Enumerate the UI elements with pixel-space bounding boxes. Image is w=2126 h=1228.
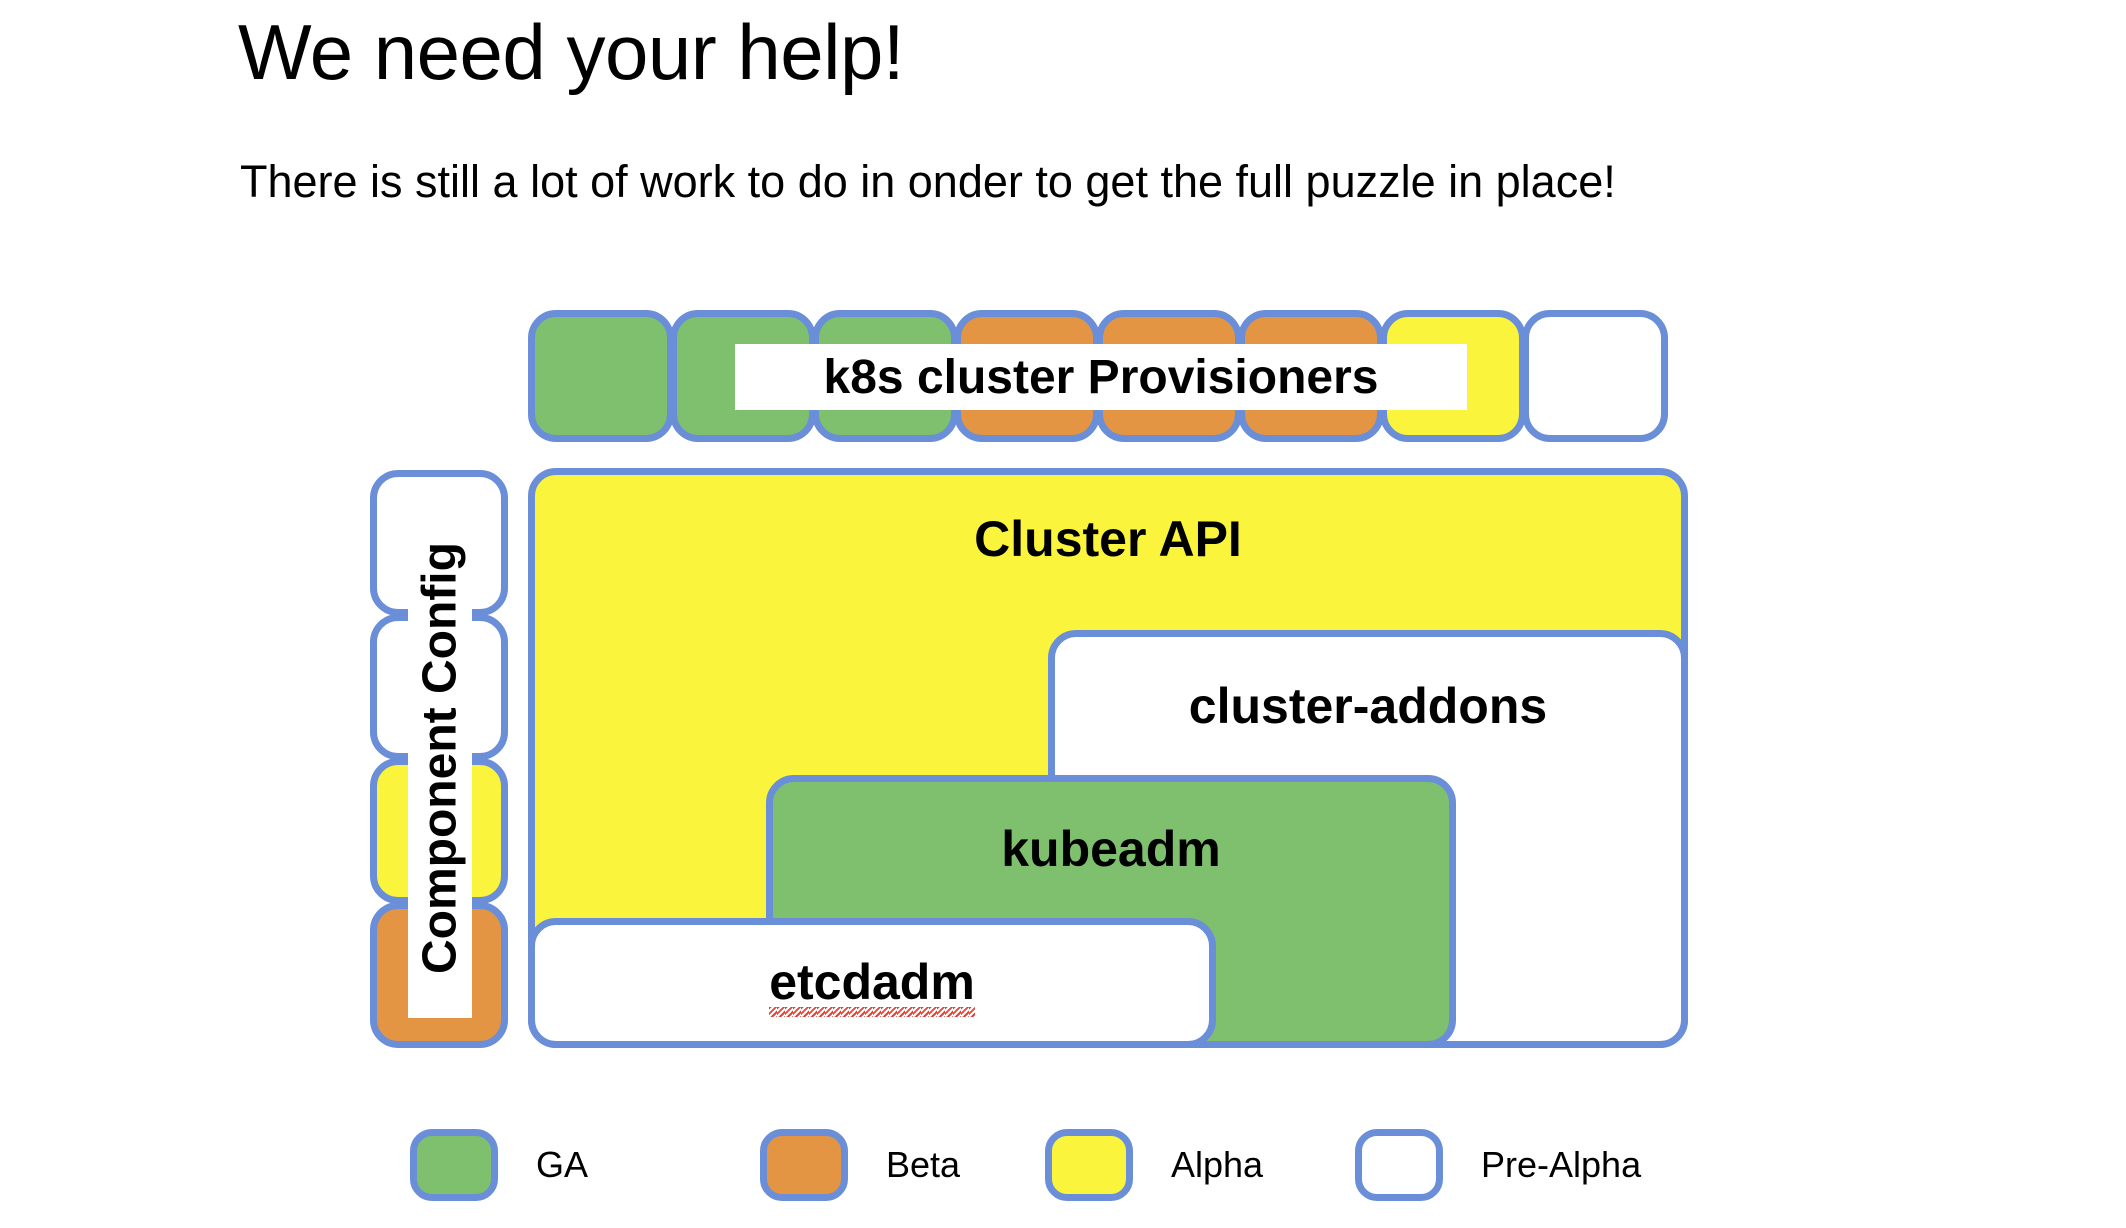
- slide-title: We need your help!: [238, 8, 905, 96]
- component-config-label: Component Config: [408, 498, 472, 1018]
- legend-label-ga: GA: [536, 1144, 589, 1185]
- legend: GA Beta Alpha Pre-Alpha: [0, 1120, 2126, 1210]
- legend-swatch-prealpha: [1355, 1129, 1443, 1201]
- legend-label-prealpha: Pre-Alpha: [1481, 1144, 1642, 1185]
- legend-item-alpha: Alpha: [1045, 1120, 1263, 1210]
- etcdadm-label-text: etcdadm: [769, 954, 975, 1010]
- provisioner-row-label: k8s cluster Provisioners: [735, 344, 1467, 410]
- kubeadm-label: kubeadm: [1001, 821, 1221, 877]
- legend-swatch-alpha: [1045, 1129, 1133, 1201]
- etcdadm-label: etcdadm: [528, 953, 1216, 1017]
- spellcheck-squiggle-icon: [769, 1007, 975, 1017]
- etcdadm-label-text-wrap: etcdadm: [769, 953, 975, 1017]
- provisioner-tile-1[interactable]: [528, 310, 674, 442]
- legend-item-ga: GA: [410, 1120, 588, 1210]
- legend-label-alpha: Alpha: [1171, 1144, 1264, 1185]
- legend-label-beta: Beta: [886, 1144, 961, 1185]
- etcdadm-block[interactable]: [528, 918, 1216, 1048]
- legend-item-prealpha: Pre-Alpha: [1355, 1120, 1641, 1210]
- slide-subtitle: There is still a lot of work to do in on…: [240, 156, 1616, 207]
- cluster-api-label: Cluster API: [974, 511, 1242, 567]
- legend-swatch-ga: [410, 1129, 498, 1201]
- legend-item-beta: Beta: [760, 1120, 960, 1210]
- cluster-addons-label: cluster-addons: [1188, 678, 1548, 734]
- provisioner-tile-8[interactable]: [1522, 310, 1668, 442]
- legend-swatch-beta: [760, 1129, 848, 1201]
